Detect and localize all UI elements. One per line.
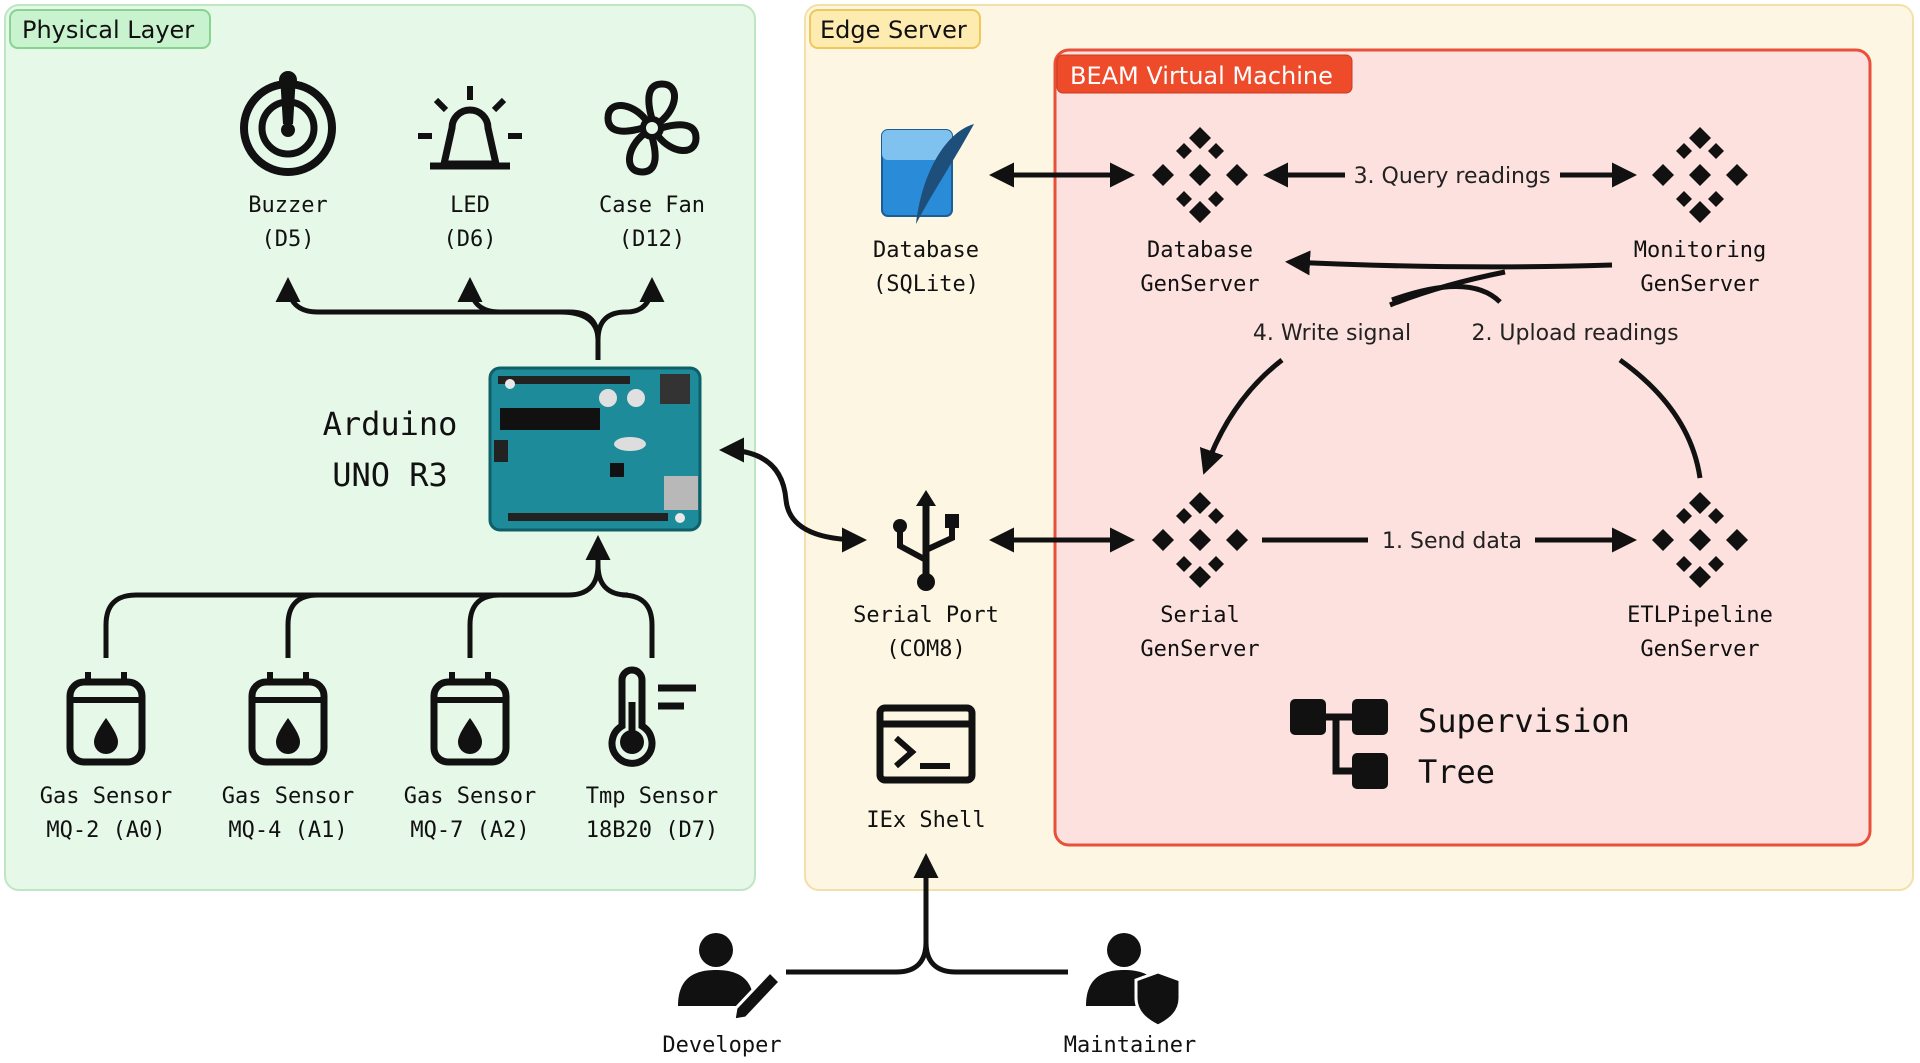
- buzzer-label: Buzzer: [248, 193, 327, 218]
- write-edge: [1199, 358, 1284, 475]
- query-edge-label: 3. Query readings: [1354, 164, 1551, 189]
- beam-vm-region: [1053, 48, 1872, 847]
- buzzer-icon: [240, 71, 336, 176]
- upload-edge: [1618, 357, 1703, 479]
- etl-genserver-label: ETLPipeline: [1627, 603, 1773, 628]
- edge-server-tag-bg: [809, 9, 981, 49]
- led-label: LED: [450, 193, 490, 218]
- write-edge-label: 4. Write signal: [1253, 321, 1411, 346]
- serial-genserver-label: Serial: [1160, 603, 1239, 628]
- supervision-tree-sub: Tree: [1418, 753, 1495, 791]
- thermometer-icon: [608, 666, 696, 767]
- sensor-mq2-pin: MQ-2 (A0): [46, 818, 165, 843]
- beam-vm-tag-bg: [1056, 54, 1353, 94]
- sqlite-database-icon: [881, 124, 974, 224]
- database-label: Database: [873, 238, 979, 263]
- upload-crossing-curve: [1391, 284, 1502, 304]
- physical-layer-tag: Physical Layer: [22, 16, 194, 44]
- developer-icon: [678, 933, 783, 1022]
- arduino-model: UNO R3: [332, 456, 448, 494]
- arduino-to-actuators-connector: [275, 277, 665, 360]
- sensors-to-arduino-connector: [103, 535, 655, 658]
- arduino-board-icon: [488, 366, 702, 532]
- monitoring-genserver-label: Monitoring: [1634, 238, 1766, 263]
- maintainer-label: Maintainer: [1064, 1033, 1196, 1058]
- serial-genserver-type: GenServer: [1140, 637, 1259, 662]
- sensor-tmp-pin: 18B20 (D7): [586, 818, 718, 843]
- database-kind: (SQLite): [873, 272, 979, 297]
- beam-vm-tag: BEAM Virtual Machine: [1070, 62, 1333, 90]
- led-pin: (D6): [444, 227, 497, 252]
- fan-pin: (D12): [619, 227, 685, 252]
- sensor-tmp-label: Tmp Sensor: [586, 784, 718, 809]
- database-genserver-label: Database: [1147, 238, 1253, 263]
- sensor-mq7-pin: MQ-7 (A2): [410, 818, 529, 843]
- etl-genserver-type: GenServer: [1640, 637, 1759, 662]
- sensor-mq2-label: Gas Sensor: [40, 784, 172, 809]
- monitoring-to-database-curve: [1285, 250, 1613, 276]
- upload-edge-label: 2. Upload readings: [1471, 321, 1678, 346]
- supervision-tree-label: Supervision: [1418, 702, 1630, 740]
- sensor-mq4-label: Gas Sensor: [222, 784, 354, 809]
- people-to-iex-connector: [786, 853, 1068, 975]
- usb-icon: [893, 490, 959, 591]
- fan-label: Case Fan: [599, 193, 705, 218]
- serial-port-label: Serial Port: [853, 603, 999, 628]
- arduino-serial-connector: [719, 437, 867, 553]
- sensor-mq4-pin: MQ-4 (A1): [228, 818, 347, 843]
- serial-port-name: (COM8): [886, 637, 965, 662]
- developer-label: Developer: [662, 1033, 781, 1058]
- monitoring-genserver-type: GenServer: [1640, 272, 1759, 297]
- fan-icon: [604, 80, 700, 176]
- sensor-mq7-label: Gas Sensor: [404, 784, 536, 809]
- write-crossing-curve: [1389, 269, 1506, 308]
- edge-server-tag: Edge Server: [820, 16, 967, 44]
- database-genserver-type: GenServer: [1140, 272, 1259, 297]
- send-edge-label: 1. Send data: [1382, 529, 1522, 554]
- supervision-tree-icon: [1290, 699, 1388, 789]
- maintainer-icon: [1086, 933, 1182, 1028]
- iex-shell-label: IEx Shell: [866, 808, 985, 833]
- buzzer-pin: (D5): [262, 227, 315, 252]
- arduino-label: Arduino: [323, 405, 458, 443]
- led-icon: [418, 86, 522, 170]
- physical-layer-tag-bg: [9, 9, 211, 49]
- terminal-icon: [876, 704, 976, 784]
